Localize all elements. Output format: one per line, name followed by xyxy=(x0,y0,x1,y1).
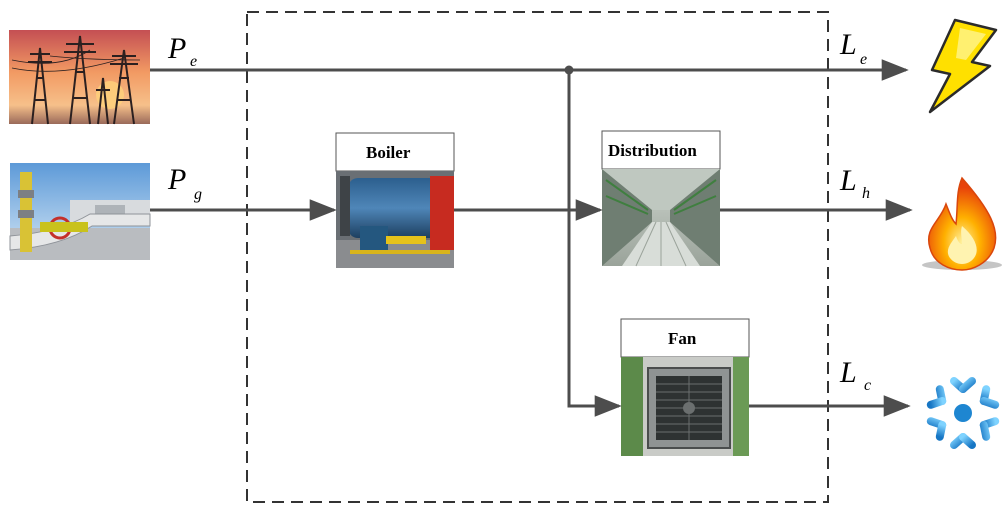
electricity-to-fan-line xyxy=(567,70,622,417)
power-transmission-image xyxy=(9,30,150,125)
svg-text:L: L xyxy=(839,28,857,61)
label-pe: P e xyxy=(167,32,197,70)
fan-image xyxy=(621,357,749,456)
svg-text:g: g xyxy=(194,186,202,203)
label-pg: P g xyxy=(167,163,202,203)
distribution-box: Distribution xyxy=(601,130,721,267)
boiler-image xyxy=(336,171,454,268)
boiler-box: Boiler xyxy=(335,132,455,268)
svg-text:L: L xyxy=(839,356,857,389)
fan-box: Fan xyxy=(620,318,750,456)
svg-text:e: e xyxy=(860,51,867,68)
label-le: L e xyxy=(839,28,867,68)
fan-label: Fan xyxy=(668,329,697,348)
gas-pipeline-image xyxy=(9,163,151,260)
svg-text:L: L xyxy=(839,164,857,197)
distribution-label: Distribution xyxy=(608,141,697,160)
svg-text:e: e xyxy=(190,53,197,70)
label-lh: L h xyxy=(839,164,870,202)
flow-lines xyxy=(150,59,913,417)
energy-hub-boundary xyxy=(246,11,829,503)
svg-text:c: c xyxy=(864,377,871,394)
junction-dot xyxy=(564,65,574,75)
flame-icon xyxy=(922,176,1002,271)
distribution-image xyxy=(602,169,720,267)
lightning-bolt-icon xyxy=(928,18,998,114)
snowflake-icon xyxy=(926,373,1000,453)
svg-text:h: h xyxy=(862,185,870,202)
svg-text:P: P xyxy=(167,163,186,196)
boiler-label: Boiler xyxy=(366,143,411,162)
label-lc: L c xyxy=(839,356,871,394)
svg-text:P: P xyxy=(167,32,186,65)
